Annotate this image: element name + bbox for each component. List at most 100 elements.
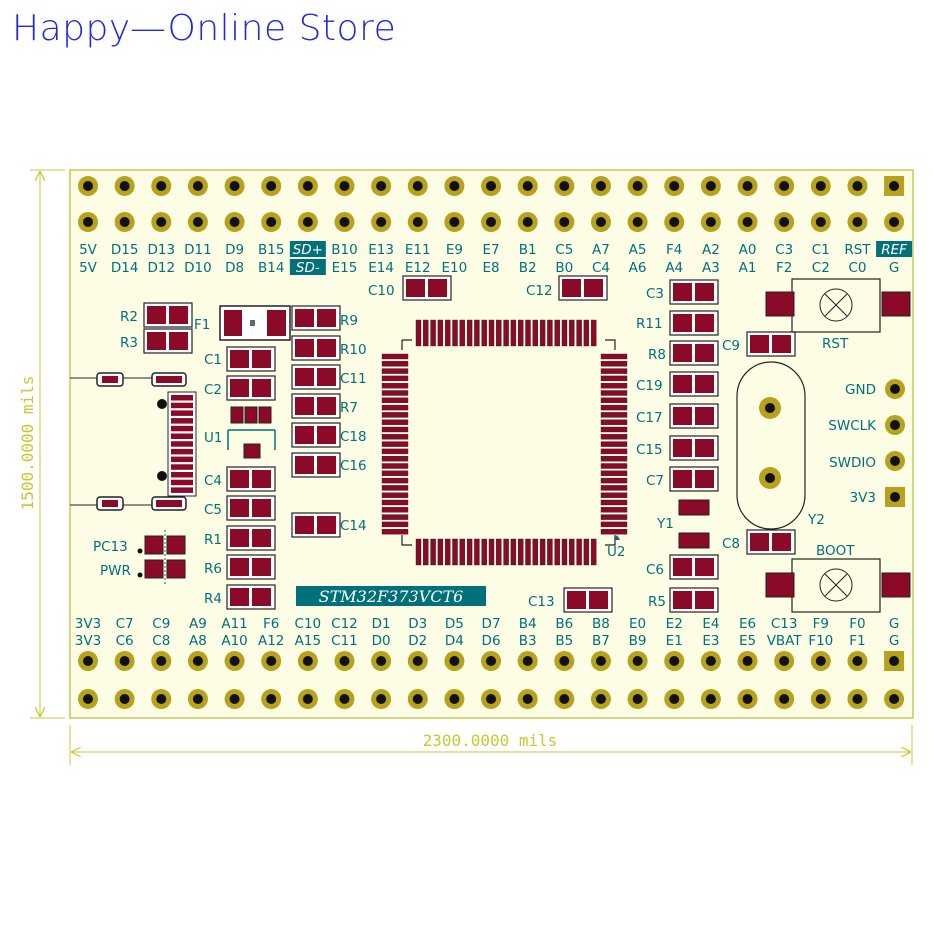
label-c6: C6 (646, 562, 664, 578)
led-pads (137, 530, 186, 584)
header-label: 5V (79, 242, 98, 258)
header-pin (114, 176, 135, 196)
crystal-y2 (736, 361, 806, 530)
header-pin (810, 176, 831, 196)
header-label: D4 (445, 633, 464, 649)
header-pin (554, 212, 575, 232)
label-c7: C7 (646, 473, 664, 489)
two-pad-component (143, 328, 193, 354)
header-label: F6 (263, 616, 279, 632)
swd-pin (885, 487, 905, 507)
label-c18: C18 (340, 429, 367, 445)
header-pin (517, 212, 538, 232)
passive-components (143, 275, 796, 613)
two-pad-component (291, 422, 341, 448)
header-label: SD- (296, 260, 320, 276)
two-pad-component (669, 279, 719, 305)
header-label: D0 (372, 633, 391, 649)
header-pin (151, 689, 172, 709)
header-label: A0 (739, 242, 757, 258)
header-pin (590, 651, 611, 671)
two-pad-component (669, 310, 719, 336)
header-label: E12 (405, 260, 431, 276)
label-r7: R7 (340, 400, 358, 416)
header-pin (261, 212, 282, 232)
header-label: 5V (79, 260, 98, 276)
header-label: D9 (225, 242, 244, 258)
header-pin (590, 689, 611, 709)
label-gnd: GND (845, 382, 876, 398)
header-label: D6 (482, 633, 501, 649)
header-label: A4 (665, 260, 683, 276)
two-pad-component (143, 302, 193, 328)
header-pin (737, 651, 758, 671)
two-pad-component (669, 587, 719, 613)
header-label: C7 (116, 616, 134, 632)
label-c16: C16 (340, 458, 367, 474)
header-pin (297, 651, 318, 671)
header-label: C2 (812, 260, 830, 276)
label-c17: C17 (636, 410, 663, 426)
header-label: C0 (848, 260, 866, 276)
header-label: C12 (331, 616, 358, 632)
header-label: A3 (702, 260, 720, 276)
header-pin (627, 651, 648, 671)
header-label: E0 (629, 616, 646, 632)
header-pin (847, 176, 868, 196)
header-label: E7 (482, 242, 499, 258)
header-pin (151, 176, 172, 196)
header-label: C5 (555, 242, 573, 258)
board-outline (69, 169, 914, 719)
header-label: G (889, 616, 899, 632)
header-label: E11 (405, 242, 431, 258)
header-label: E13 (368, 242, 394, 258)
header-label: A5 (629, 242, 647, 258)
two-pad-component (291, 364, 341, 390)
header-pin (664, 212, 685, 232)
header-label: B0 (555, 260, 573, 276)
label-3v3: 3V3 (850, 490, 876, 506)
two-pad-component (669, 554, 719, 580)
header-label: D14 (111, 260, 139, 276)
label-swclk: SWCLK (828, 418, 877, 434)
header-label: B15 (258, 242, 284, 258)
header-pin (627, 689, 648, 709)
fuse-f1 (219, 305, 291, 341)
label-r1: R1 (204, 532, 222, 548)
two-pad-component (226, 495, 276, 521)
header-pin (297, 176, 318, 196)
header-label: A12 (258, 633, 284, 649)
header-label: A2 (702, 242, 720, 258)
two-pad-component (291, 335, 341, 361)
header-label: D7 (482, 616, 501, 632)
header-label: F9 (813, 616, 829, 632)
header-pin (407, 689, 428, 709)
header-label: D2 (408, 633, 427, 649)
header-label: D5 (445, 616, 464, 632)
header-pin (517, 689, 538, 709)
header-label: B10 (331, 242, 357, 258)
header-label: E9 (446, 242, 463, 258)
header-label: D12 (147, 260, 175, 276)
header-pin (664, 651, 685, 671)
label-f1: F1 (194, 317, 210, 333)
header-label: D3 (408, 616, 427, 632)
mcu-u2 (381, 319, 628, 566)
label-r5: R5 (648, 594, 666, 610)
label-c3: C3 (646, 286, 664, 302)
regulator-u1 (227, 406, 276, 459)
header-pin (187, 212, 208, 232)
dimension-width: 2300.0000 mils (69, 725, 913, 765)
header-pin (371, 689, 392, 709)
height-dimension-label: 1500.0000 mils (18, 376, 37, 511)
header-pin (481, 212, 502, 232)
two-pad-component (746, 331, 796, 357)
header-pin (151, 212, 172, 232)
header-label: E2 (666, 616, 683, 632)
header-pin (554, 651, 575, 671)
header-label: B7 (592, 633, 610, 649)
header-pin (810, 212, 831, 232)
header-label: E3 (702, 633, 719, 649)
header-pin (481, 651, 502, 671)
